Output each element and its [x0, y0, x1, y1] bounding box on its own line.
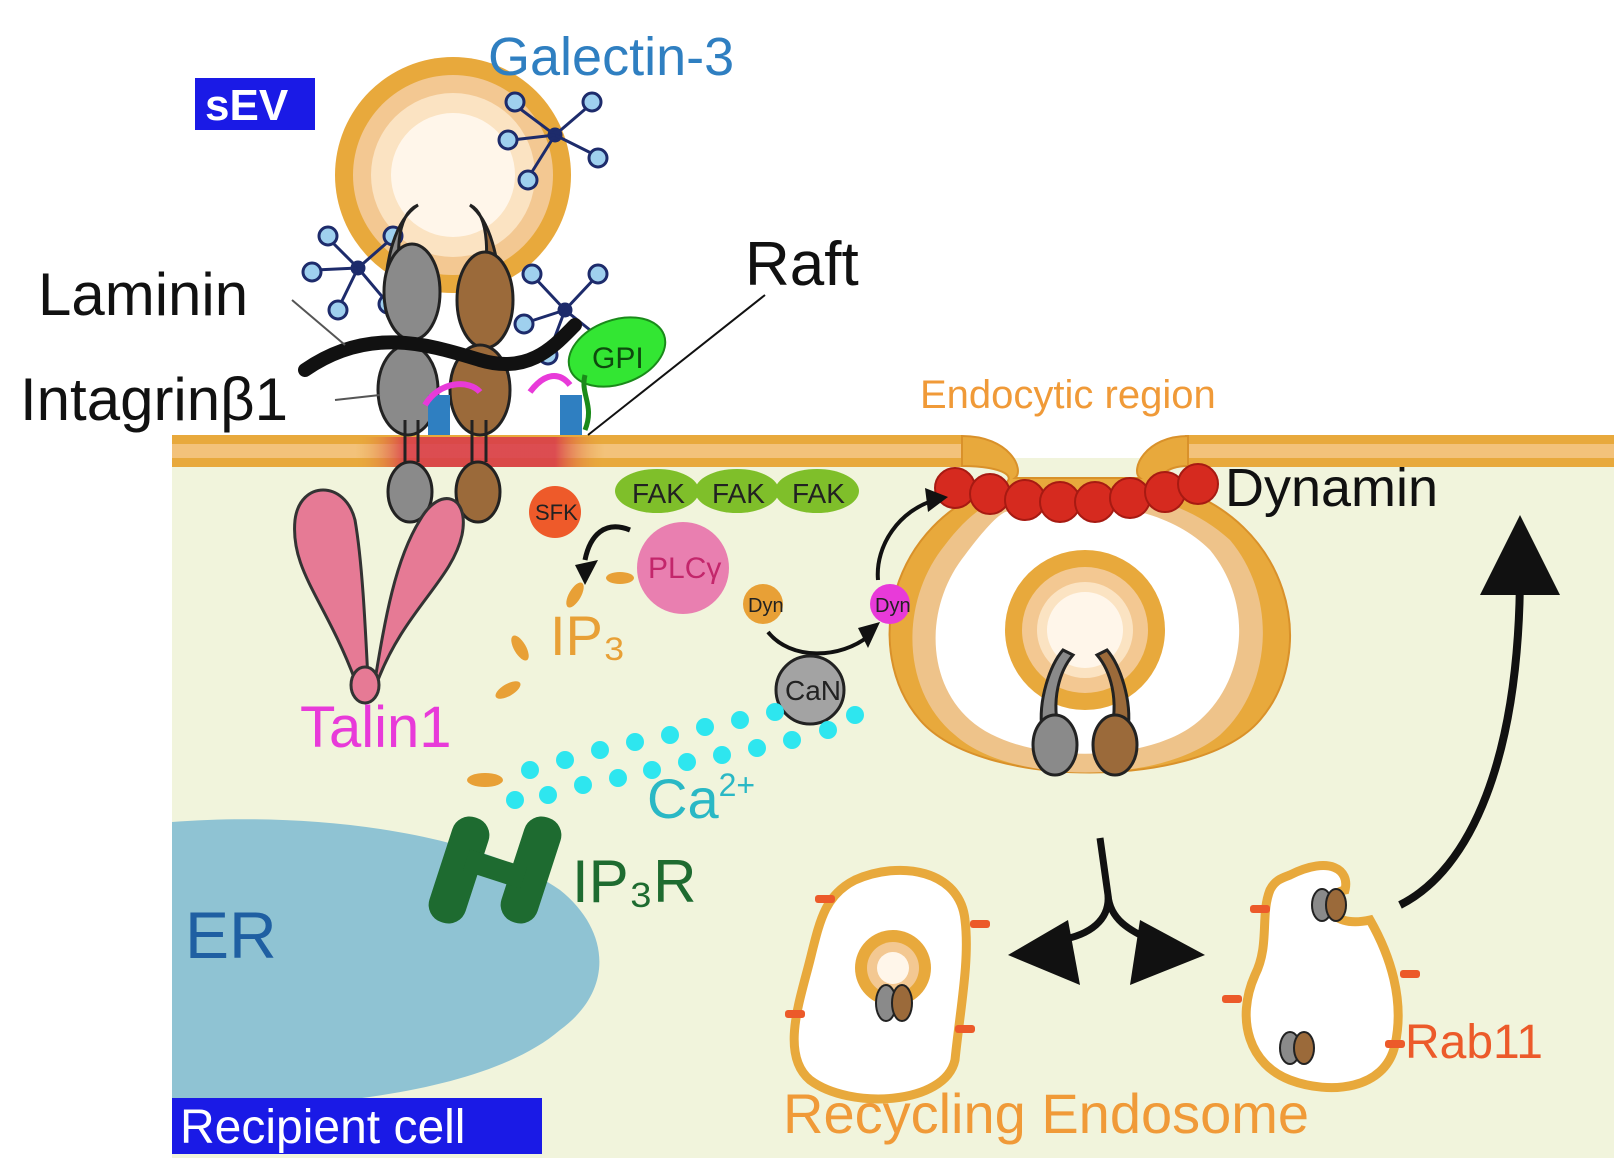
ip3-molecules — [467, 572, 634, 787]
raft-lipids — [422, 373, 582, 435]
rab11-label: Rab11 — [1405, 1016, 1543, 1069]
er-shape — [172, 819, 600, 1109]
dynamin-label: Dynamin — [1225, 458, 1438, 518]
calcium-ions — [506, 703, 864, 809]
talin-label: Talin1 — [300, 695, 452, 760]
sorting-arrowhead-right — [1130, 920, 1205, 985]
dyn-node-2 — [870, 584, 910, 624]
laminin-label: Laminin — [38, 261, 248, 328]
sorting-arrowhead-left — [1008, 920, 1080, 985]
sfk-label: SFK — [535, 500, 578, 525]
ip3r-channel — [428, 816, 562, 924]
talin-protein — [293, 488, 465, 705]
plc-node — [637, 522, 729, 614]
ip3-label: IP₃ — [550, 604, 626, 667]
recipient-cell-label: Recipient cell — [180, 1101, 465, 1154]
dyn-label-2: Dyn — [875, 595, 911, 617]
galectin-cluster — [497, 91, 609, 191]
dynamin-ring — [934, 463, 1219, 523]
ip3r-label: IP₃R — [572, 848, 696, 915]
plc-label: PLCγ — [648, 552, 721, 585]
dyn-to-dynamin-arrow — [875, 498, 936, 581]
dyn-node-1 — [743, 584, 783, 624]
gpi-label: GPI — [592, 342, 644, 375]
integrin-pointer — [334, 394, 381, 401]
galectin-label: Galectin-3 — [488, 27, 734, 87]
sev-label-box — [195, 78, 315, 130]
plc-to-sfk-arrowhead — [575, 560, 598, 585]
dyn-activation-arrow — [766, 630, 872, 656]
laminin-pointer — [291, 299, 346, 346]
recycling-arrow — [1398, 569, 1524, 909]
fak-group: FAK FAK FAK — [615, 469, 859, 513]
recycling-endosome-label: Recycling Endosome — [783, 1082, 1309, 1145]
gpi-anchor — [581, 374, 591, 431]
raft-label: Raft — [745, 230, 859, 299]
recycling-arrowhead — [1480, 515, 1560, 595]
endosome-right — [1222, 861, 1420, 1093]
raft-pointer — [587, 294, 766, 436]
recipient-cell-label-box — [172, 1098, 542, 1154]
sfk-node — [529, 486, 581, 538]
dyn-label-1: Dyn — [748, 595, 784, 617]
calcium-label: Ca2+ — [647, 767, 755, 830]
sev-label: sEV — [205, 81, 289, 130]
plc-to-sfk-arrow — [582, 524, 631, 561]
er-label: ER — [185, 898, 277, 972]
can-node — [774, 654, 846, 726]
fak-label-2: FAK — [712, 478, 765, 509]
internalized-sev — [1005, 550, 1165, 777]
can-label: CaN — [785, 675, 841, 706]
fak-label-3: FAK — [792, 478, 845, 509]
dyn-to-dynamin-arrowhead — [925, 488, 948, 512]
gpi-protein — [567, 316, 667, 388]
integrin-label: Intagrinβ1 — [20, 366, 288, 433]
endocytic-region-label: Endocytic region — [920, 373, 1216, 417]
dyn-activation-arrowhead — [858, 622, 880, 648]
laminin-fiber — [298, 318, 582, 377]
endosome-left — [785, 865, 990, 1104]
fak-label-1: FAK — [632, 478, 685, 509]
